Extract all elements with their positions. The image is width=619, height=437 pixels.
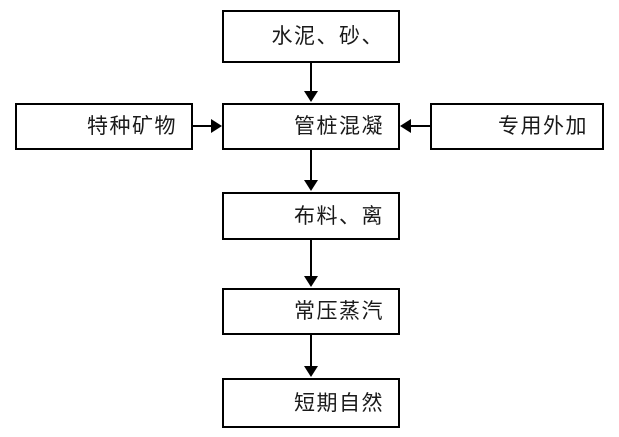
node-natural-curing-label: 短期自然 [294, 390, 384, 415]
connector-mineral-to-concrete-line [193, 125, 213, 127]
connector-admixture-to-concrete-line [409, 125, 430, 127]
node-distribution-label: 布料、离 [294, 203, 384, 228]
connector-materials-to-concrete-line [310, 63, 312, 92]
connector-distribution-to-steam-arrowhead [304, 276, 318, 287]
connector-mineral-to-concrete-arrowhead [211, 119, 222, 133]
node-special-mineral[interactable]: 特种矿物 [15, 103, 193, 150]
connector-admixture-to-concrete-arrowhead [400, 119, 411, 133]
node-special-admixture-label: 专用外加 [498, 114, 588, 138]
connector-steam-to-natural-line [310, 335, 312, 367]
node-natural-curing[interactable]: 短期自然 [222, 378, 400, 428]
node-special-mineral-label: 特种矿物 [87, 114, 177, 138]
connector-steam-to-natural-arrowhead [304, 366, 318, 377]
node-materials-label: 水泥、砂、 [271, 24, 384, 48]
node-distribution[interactable]: 布料、离 [222, 192, 400, 240]
node-materials[interactable]: 水泥、砂、 [222, 10, 400, 63]
node-pile-concrete[interactable]: 管桩混凝 [222, 103, 400, 150]
node-pile-concrete-label: 管桩混凝 [294, 114, 384, 138]
connector-concrete-to-distribution-line [310, 150, 312, 181]
connector-distribution-to-steam-line [310, 240, 312, 277]
node-steam-curing[interactable]: 常压蒸汽 [222, 288, 400, 335]
connector-materials-to-concrete-arrowhead [304, 91, 318, 102]
node-steam-curing-label: 常压蒸汽 [294, 299, 384, 323]
connector-concrete-to-distribution-arrowhead [304, 180, 318, 191]
node-special-admixture[interactable]: 专用外加 [430, 103, 604, 150]
